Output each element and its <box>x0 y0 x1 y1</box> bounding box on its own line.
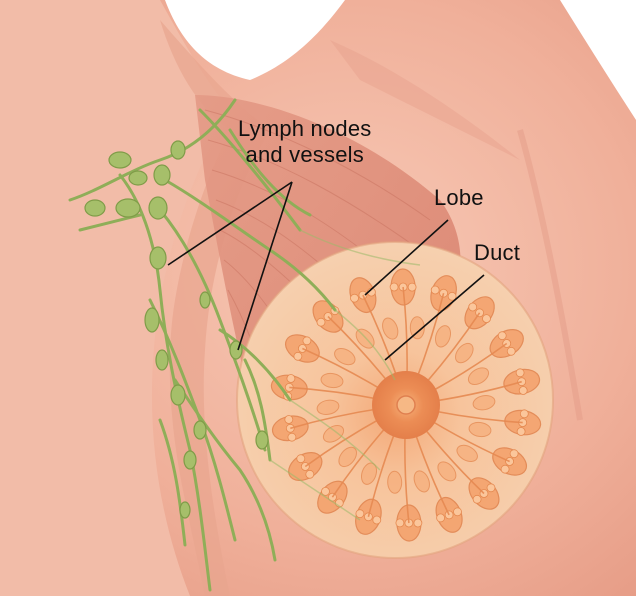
lobe <box>271 399 340 442</box>
leader-line-lobe <box>364 219 449 296</box>
label-duct: Duct <box>474 240 521 265</box>
label-lymph-line1: Lymph nodes <box>238 116 372 141</box>
background-corner <box>560 0 636 120</box>
leader-line-lymph-1 <box>167 181 293 266</box>
sternum-line <box>517 129 583 421</box>
leader-line-lymph-2 <box>237 181 293 351</box>
nipple <box>396 395 416 415</box>
leader-line-duct <box>384 274 485 361</box>
breast-outline <box>236 241 554 559</box>
lymph-vessels <box>68 98 337 592</box>
lobe <box>389 268 425 340</box>
leader-lines <box>167 181 485 361</box>
lymph-vessels-faint <box>269 229 421 521</box>
label-lymph-line2: and vessels <box>245 142 364 167</box>
label-lymph-nodes-and-vessels: Lymph nodes and vessels <box>238 116 371 168</box>
lymph-nodes <box>84 140 269 519</box>
lobe <box>455 296 495 364</box>
label-lobe: Lobe <box>434 185 484 210</box>
collarbone-shadow <box>330 40 520 160</box>
